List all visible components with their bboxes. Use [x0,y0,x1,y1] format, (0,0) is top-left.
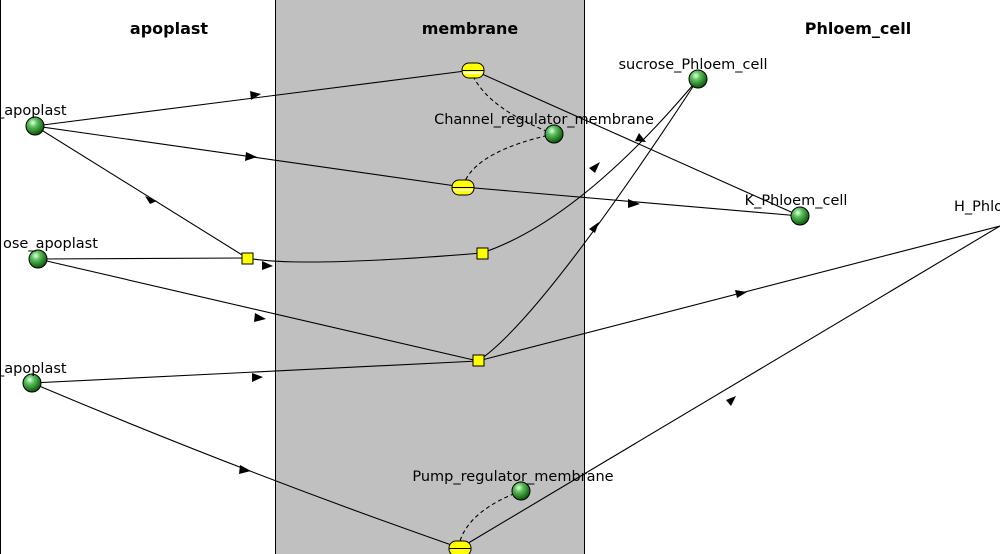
modifier-edge-channel-regulator-top [472,75,555,135]
label-sucrose-phloem: sucrose_Phloem_cell [618,57,767,73]
label-channel-regulator: Channel_regulator_membrane [434,112,654,128]
label-pump-regulator: Pump_regulator_membrane [412,469,613,485]
edge-transporter-to-sucrose-phloem [481,78,699,254]
compartment-title-membrane: membrane [422,19,519,38]
arrowhead [628,199,640,208]
edge-h-apoplast-to-symport [31,360,479,384]
edges-top-channel [34,69,801,217]
edge-symport-to-sucrose-phloem [477,78,699,362]
species-h-apoplast[interactable] [22,373,42,393]
arrowhead [250,91,261,100]
edges-k-channel [34,125,801,217]
edge-sucrose-apoplast-to-cotransport [37,257,248,260]
label-h-phloem: H_Phlo [954,199,1000,215]
arrowhead [726,396,736,406]
arrowhead [239,465,251,474]
compartment-title-apoplast: apoplast [130,19,209,38]
edge-top-channel-to-k-phloem [472,69,801,217]
label-h-apoplast: _apoplast [0,361,67,377]
compartment-title-phloem-cell: Phloem_cell [805,19,911,38]
transition-cotransport[interactable] [241,252,254,265]
edge-pump-to-h-phloem [459,225,1000,549]
arrowhead [589,222,599,233]
arrowhead [145,196,157,204]
arrowhead [252,373,263,382]
compartment-apoplast [0,0,276,554]
modifier-edge-pump-regulator [459,490,522,542]
label-k-phloem: K_Phloem_cell [745,193,848,209]
transition-sucrose-transporter[interactable] [476,247,489,260]
transition-proton-pump[interactable] [448,540,472,554]
species-sucrose-phloem[interactable] [688,69,708,89]
species-k-phloem[interactable] [790,206,810,226]
edge-sucrose-apoplast-to-symport [37,258,479,362]
arrowhead [245,152,257,161]
label-k-apoplast: _apoplast [0,103,67,119]
arrowhead [735,290,747,298]
species-channel-regulator[interactable] [544,124,564,144]
species-k-apoplast[interactable] [25,116,45,136]
arrowhead [589,162,600,173]
species-pump-regulator[interactable] [511,481,531,501]
edges-proton-symport [31,78,1000,384]
edge-k-apoplast-to-cotransport [34,125,248,259]
edges-sucrose-symport [34,78,699,270]
label-sucrose-apoplast: ose_apoplast [3,236,98,252]
arrowhead [262,261,273,270]
transition-proton-symport[interactable] [472,354,485,367]
species-sucrose-apoplast[interactable] [28,249,48,269]
edges-proton-pump [31,225,1000,549]
transition-channel-k[interactable] [451,179,475,196]
compartment-membrane [275,0,585,554]
compartment-phloem-cell [584,0,1000,554]
arrowhead [254,313,266,322]
modifier-edge-channel-regulator-k [464,133,555,182]
transition-channel-top[interactable] [461,62,485,79]
edge-cotransport-to-transporter [246,252,483,263]
